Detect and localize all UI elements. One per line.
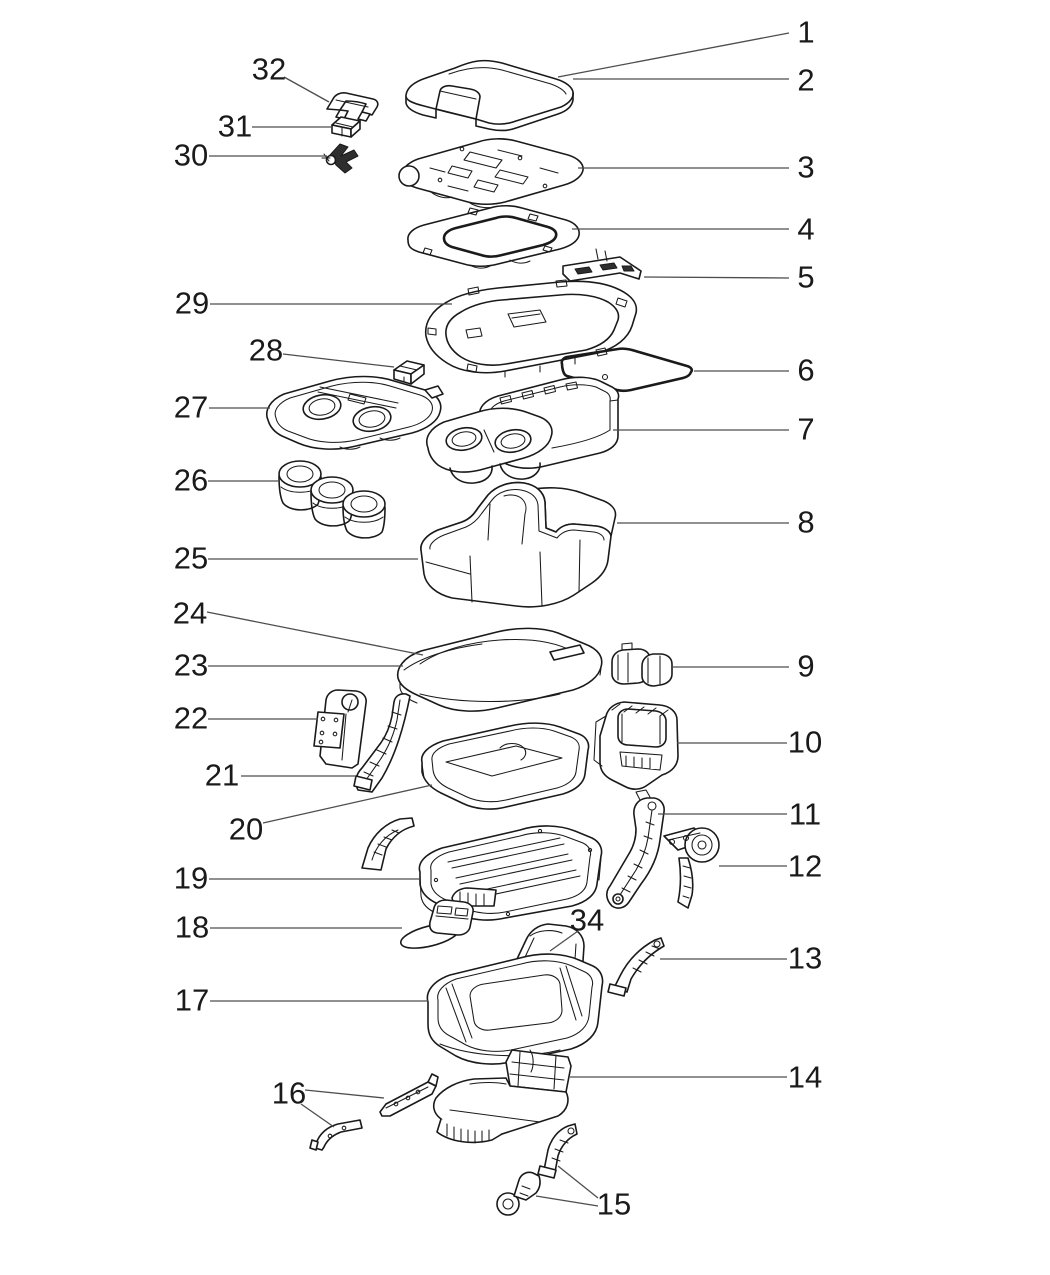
callout-4: 4 [797,212,814,247]
part-armrest-cushion [396,627,603,712]
callout-6: 6 [797,353,814,388]
callout-24: 24 [173,596,207,631]
part-handle-bracket-icon [326,92,379,122]
leader-line-5 [643,276,790,279]
part-curved-bracket [309,1119,363,1151]
callout-8: 8 [797,505,814,540]
leader-line-15 [535,1195,599,1207]
callout-34: 34 [570,903,604,938]
part-pivot-channel-bracket [353,693,411,793]
leader-line-32 [283,76,330,103]
callouts-layer: 1234567891011121314151617181920212223242… [173,15,822,1222]
part-latch-unit [611,642,673,687]
callout-21: 21 [205,758,239,793]
part-jump-seat-cushion [426,923,604,1065]
callout-7: 7 [797,412,814,447]
part-latch-bar [562,248,642,282]
part-inner-tray [420,722,590,810]
callout-3: 3 [797,150,814,185]
cup-insert [342,490,386,539]
part-pivot-bracket-right [663,827,720,909]
leader-line-28 [282,353,395,368]
part-cupholder-assembly [426,376,620,484]
leader-line-34 [549,930,579,952]
part-switch-pad [399,899,474,949]
leader-line-16 [304,1089,385,1099]
cup-insert [278,460,322,511]
callout-29: 29 [175,286,209,321]
callout-18: 18 [175,910,209,945]
part-side-support-bracket [361,817,415,871]
leader-line-16 [300,1103,335,1128]
part-hinge-bracket [607,937,665,997]
callout-13: 13 [788,941,822,976]
part-mount-rail [379,1073,439,1117]
callout-11: 11 [789,797,821,832]
callout-19: 19 [174,861,208,896]
part-striker-icon [321,143,359,174]
callout-31: 31 [218,109,252,144]
callout-32: 32 [252,52,286,87]
leader-line-1 [557,32,790,78]
leader-line-24 [206,611,424,656]
callout-9: 9 [797,649,814,684]
part-anchor-clamp [496,1171,541,1216]
part-armrest-lid [405,59,574,132]
callout-25: 25 [174,541,208,576]
callout-5: 5 [797,260,814,295]
callout-22: 22 [174,701,208,736]
part-mount-bracket-plate [313,689,367,769]
callout-20: 20 [229,812,263,847]
callout-26: 26 [174,463,208,498]
part-air-duct [432,1049,572,1144]
callout-15: 15 [597,1187,631,1222]
part-bumper-block-icon [393,360,425,385]
leader-line-15 [557,1165,599,1199]
part-hinge-frame [407,204,580,269]
callout-27: 27 [174,390,208,425]
leader-line-20 [262,784,433,824]
callout-30: 30 [174,138,208,173]
part-rear-trim-panel [593,701,679,790]
parts-layer [266,59,720,1216]
callout-12: 12 [788,849,822,884]
callout-17: 17 [175,983,209,1018]
part-support-bracket [537,1123,578,1179]
callout-2: 2 [797,63,814,98]
part-pivot-bracket-left [606,789,665,909]
part-storage-bin [420,481,617,608]
callout-16: 16 [272,1076,306,1111]
part-cup-inserts [278,460,386,539]
callout-23: 23 [174,648,208,683]
part-lid-base-panel [398,138,584,209]
callout-14: 14 [788,1060,822,1095]
callout-1: 1 [797,15,814,50]
callout-28: 28 [249,333,283,368]
part-cupholder-tray [266,375,444,450]
part-spacer-block-icon [331,116,361,138]
callout-10: 10 [788,725,822,760]
part-bezel-frame [424,279,638,378]
